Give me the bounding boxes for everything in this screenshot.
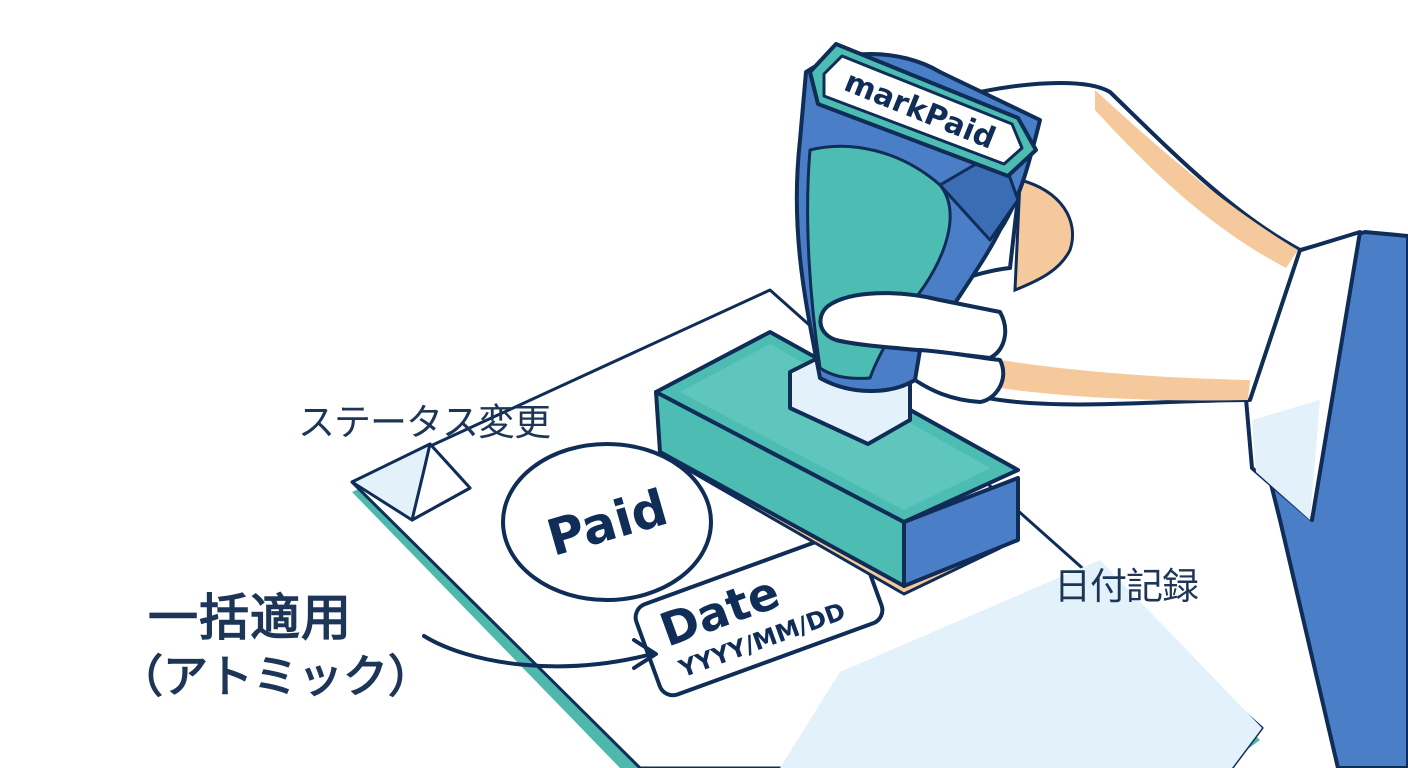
arrow-icon <box>422 634 658 670</box>
sleeve <box>1238 230 1408 768</box>
date-record-label: 日付記録 <box>1054 565 1199 608</box>
atomic-label: （アトミック） <box>118 650 434 703</box>
document-tint <box>780 560 1262 768</box>
document-fold-back <box>410 442 472 522</box>
paid-imprint: Paid <box>501 442 713 602</box>
fingers <box>818 291 1008 404</box>
status-change-label: ステータス変更 <box>298 401 551 444</box>
bulk-apply-label: 一括適用 <box>148 589 352 647</box>
